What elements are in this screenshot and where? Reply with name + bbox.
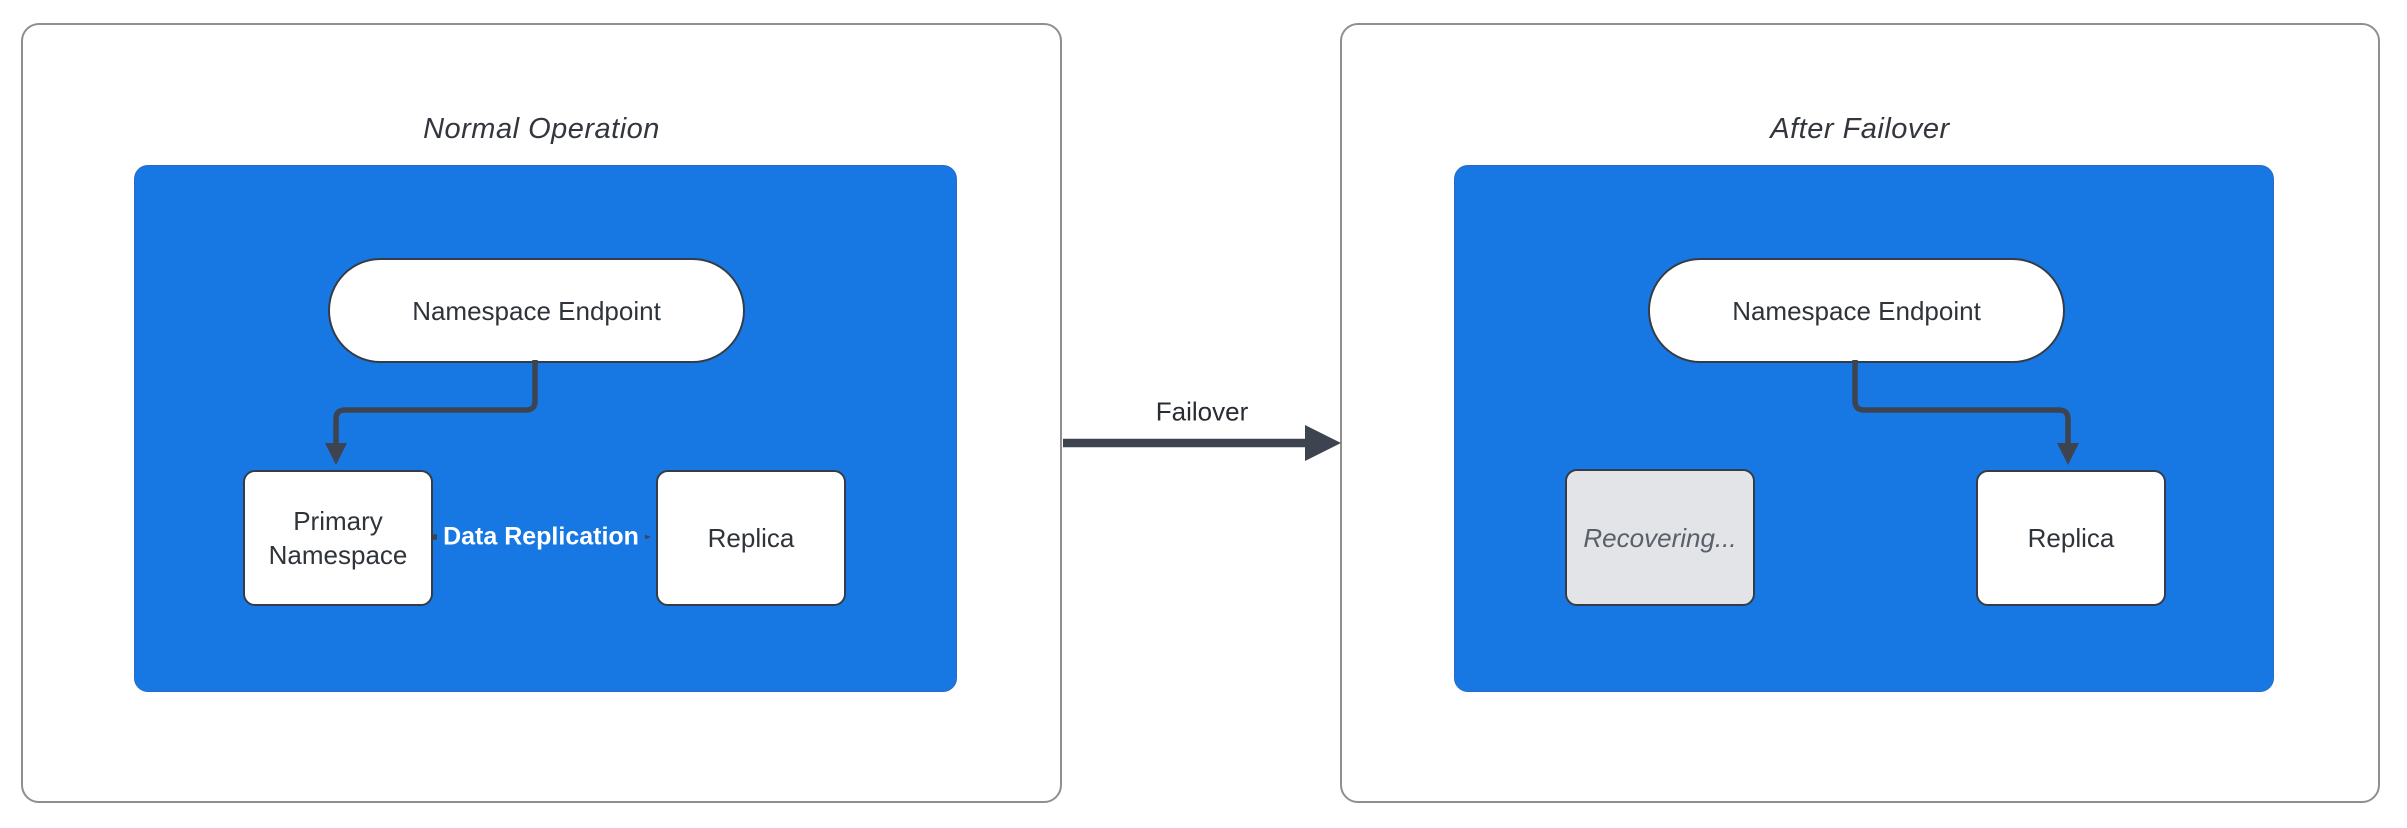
node-replica-left: Replica xyxy=(656,470,846,606)
edge-label-failover: Failover xyxy=(1151,396,1253,428)
node-label: Primary Namespace xyxy=(268,506,408,570)
node-namespace-endpoint-right: Namespace Endpoint xyxy=(1648,258,2065,363)
arrowhead-right-icon xyxy=(1305,425,1341,461)
panel-after-failover: After Failover Namespace Endpoint Recove… xyxy=(1340,23,2380,803)
panel-normal-operation: Normal Operation Namespace Endpoint Prim… xyxy=(21,23,1062,803)
node-primary-namespace: Primary Namespace xyxy=(243,470,433,606)
cluster-namespace-right: Namespace Endpoint Recovering... Replica xyxy=(1454,165,2274,692)
node-label: Namespace Endpoint xyxy=(412,295,661,326)
node-label: Namespace Endpoint xyxy=(1732,295,1981,326)
node-label: Replica xyxy=(2027,523,2115,553)
node-label: Recovering... xyxy=(1583,522,1737,553)
node-namespace-endpoint-left: Namespace Endpoint xyxy=(328,258,745,363)
edge-label-data-replication: Data Replication xyxy=(437,520,645,554)
panel-title-after-failover: After Failover xyxy=(1770,113,1950,145)
node-label: Replica xyxy=(707,523,795,553)
node-replica-right: Replica xyxy=(1976,470,2166,606)
node-recovering: Recovering... xyxy=(1565,469,1755,606)
panel-title-normal-operation: Normal Operation xyxy=(423,113,660,145)
failover-arrow xyxy=(1063,425,1341,461)
cluster-namespace-left: Namespace Endpoint Primary Namespace Rep… xyxy=(134,165,957,692)
